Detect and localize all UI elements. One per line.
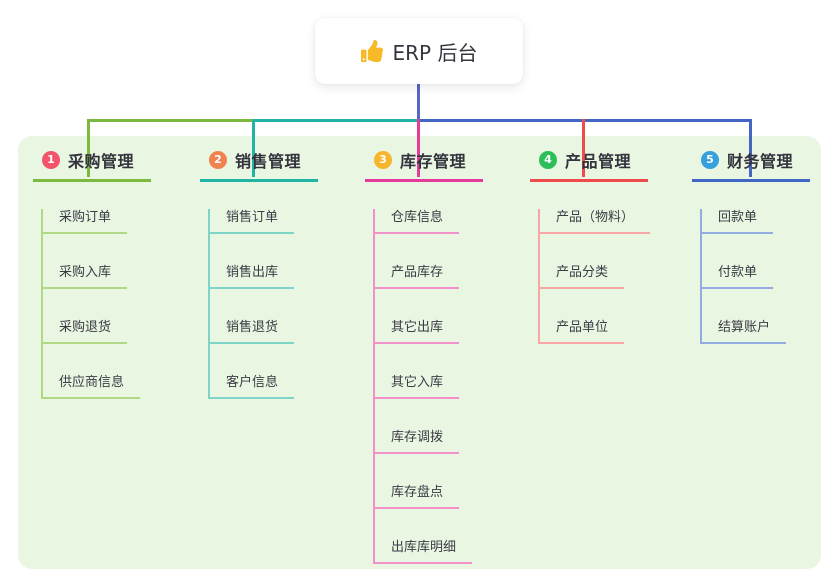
leaf-node[interactable]: 销售退货 bbox=[210, 319, 295, 344]
branch-title: 财务管理 bbox=[727, 152, 794, 171]
branch-number-badge: 5 bbox=[701, 151, 719, 169]
leaf-node[interactable]: 采购入库 bbox=[43, 264, 128, 289]
leaf-node[interactable]: 采购退货 bbox=[43, 319, 128, 344]
leaf-node[interactable]: 结算账户 bbox=[702, 319, 787, 344]
leaf-node[interactable]: 供应商信息 bbox=[43, 374, 141, 399]
leaf-node[interactable]: 销售订单 bbox=[210, 209, 295, 234]
thumbs-up-icon bbox=[360, 40, 383, 62]
branch-product-children: 产品（物料） 产品分类 产品单位 bbox=[538, 209, 651, 344]
leaf-node[interactable]: 出库库明细 bbox=[375, 539, 473, 564]
branch-purchase-header[interactable]: 1 采购管理 bbox=[33, 148, 151, 182]
branch-drop-line-2 bbox=[252, 119, 255, 177]
leaf-node[interactable]: 库存调拨 bbox=[375, 429, 460, 454]
branch-drop-line-4 bbox=[582, 119, 585, 177]
leaf-node[interactable]: 采购订单 bbox=[43, 209, 128, 234]
leaf-node[interactable]: 回款单 bbox=[702, 209, 774, 234]
branch-drop-line-5 bbox=[749, 119, 752, 177]
branch-title: 库存管理 bbox=[400, 152, 467, 171]
branch-drop-line-3 bbox=[417, 119, 420, 177]
branch-product: 4 产品管理 产品（物料） 产品分类 产品单位 bbox=[530, 148, 651, 344]
branch-finance-children: 回款单 付款单 结算账户 bbox=[700, 209, 787, 344]
root-node[interactable]: ERP 后台 bbox=[315, 18, 523, 84]
branch-drop-line-1 bbox=[87, 119, 90, 177]
branches-panel bbox=[18, 136, 821, 569]
leaf-node[interactable]: 仓库信息 bbox=[375, 209, 460, 234]
leaf-node[interactable]: 其它入库 bbox=[375, 374, 460, 399]
leaf-node[interactable]: 其它出库 bbox=[375, 319, 460, 344]
leaf-node[interactable]: 付款单 bbox=[702, 264, 774, 289]
branch-title: 销售管理 bbox=[235, 152, 302, 171]
branch-number-badge: 1 bbox=[42, 151, 60, 169]
leaf-node[interactable]: 客户信息 bbox=[210, 374, 295, 399]
branch-finance: 5 财务管理 回款单 付款单 结算账户 bbox=[692, 148, 810, 344]
branch-inventory: 3 库存管理 仓库信息 产品库存 其它出库 其它入库 库存调拨 库存盘点 出库库… bbox=[365, 148, 483, 564]
branch-inventory-children: 仓库信息 产品库存 其它出库 其它入库 库存调拨 库存盘点 出库库明细 bbox=[373, 209, 473, 564]
branch-title: 采购管理 bbox=[68, 152, 135, 171]
leaf-node[interactable]: 产品库存 bbox=[375, 264, 460, 289]
branch-purchase-children: 采购订单 采购入库 采购退货 供应商信息 bbox=[41, 209, 141, 399]
branch-number-badge: 2 bbox=[209, 151, 227, 169]
root-node-title: ERP 后台 bbox=[392, 40, 478, 65]
branch-number-badge: 4 bbox=[539, 151, 557, 169]
branch-sales-children: 销售订单 销售出库 销售退货 客户信息 bbox=[208, 209, 295, 399]
branch-finance-header[interactable]: 5 财务管理 bbox=[692, 148, 810, 182]
branch-inventory-header[interactable]: 3 库存管理 bbox=[365, 148, 483, 182]
branch-purchase: 1 采购管理 采购订单 采购入库 采购退货 供应商信息 bbox=[33, 148, 151, 399]
leaf-node[interactable]: 产品（物料） bbox=[540, 209, 651, 234]
root-connector-line bbox=[417, 84, 420, 121]
branch-product-header[interactable]: 4 产品管理 bbox=[530, 148, 648, 182]
leaf-node[interactable]: 库存盘点 bbox=[375, 484, 460, 509]
branch-sales: 2 销售管理 销售订单 销售出库 销售退货 客户信息 bbox=[200, 148, 318, 399]
leaf-node[interactable]: 产品分类 bbox=[540, 264, 625, 289]
branch-title: 产品管理 bbox=[565, 152, 632, 171]
leaf-node[interactable]: 产品单位 bbox=[540, 319, 625, 344]
branch-number-badge: 3 bbox=[374, 151, 392, 169]
bus-segment-teal bbox=[253, 119, 419, 122]
leaf-node[interactable]: 销售出库 bbox=[210, 264, 295, 289]
branch-sales-header[interactable]: 2 销售管理 bbox=[200, 148, 318, 182]
bus-segment-green bbox=[87, 119, 253, 122]
